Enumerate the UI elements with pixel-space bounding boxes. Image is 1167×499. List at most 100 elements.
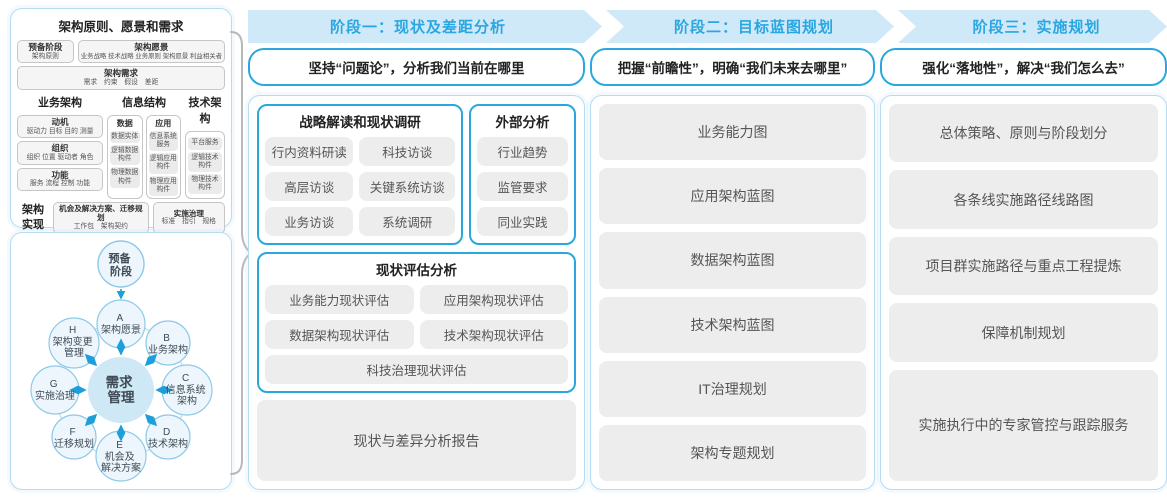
external-analysis-box: 外部分析 行业趋势 监管要求 同业实践: [469, 104, 576, 245]
assessment-item: 技术架构现状评估: [419, 320, 568, 349]
phase2-item: 技术架构蓝图: [599, 296, 866, 353]
organization-title: 组织: [51, 143, 69, 154]
assessment-item: 应用架构现状评估: [419, 285, 568, 314]
phase3-subtitle-text: 强化“落地性”，解决“我们怎么去”: [922, 61, 1125, 76]
adm-cycle-diagram: 预备 阶段 需求 管理: [30, 240, 213, 482]
research-item: 系统调研: [359, 207, 455, 236]
prep-stage-detail: 架构原则: [31, 52, 59, 60]
phase1-subtitle: 坚持“问题论”，分析我们当前在哪里: [248, 48, 585, 86]
external-item: 行业趋势: [477, 137, 568, 166]
governance-title: 实施治理: [173, 208, 204, 218]
phase3-item: 项目群实施路径与重点工程提炼: [889, 236, 1158, 296]
node-d-label: D 技术架构: [148, 427, 188, 450]
node-h-label: H 架构变更 管理: [53, 325, 96, 359]
node-g-label: G 实施治理: [35, 379, 75, 402]
vision-detail: 业务战略 技术战略 业务原则 架构愿景 利益相关者: [80, 52, 222, 60]
organization-detail: 组织 位置 驱动者 角色: [26, 153, 94, 161]
information-structure-column: 信息结构 数据 数据实体 逻辑数据构件 物理数据构件 应用 信息系统服务 逻辑应…: [107, 93, 181, 199]
function-detail: 服务 流程 控制 功能: [29, 180, 91, 188]
motivation-title: 动机: [51, 116, 69, 127]
technology-box: 平台服务 逻辑技术构件 物理技术构件: [185, 130, 225, 199]
adm-cycle-panel: 预备 阶段 需求 管理: [10, 232, 232, 490]
external-item: 同业实践: [477, 207, 568, 236]
assessment-item: 数据架构现状评估: [265, 320, 414, 349]
assessment-item: 科技治理现状评估: [265, 355, 568, 384]
requirements-management-label: 需求 管理: [106, 374, 137, 405]
app-item: 逻辑应用构件: [148, 153, 178, 174]
assessment-title: 现状评估分析: [376, 263, 457, 278]
arrow-center-f: [84, 413, 98, 427]
opportunity-box: 机会及解决方案、迁移规划 工作包 架构契约: [53, 201, 149, 234]
phase2-item: 应用架构蓝图: [599, 168, 866, 225]
requirements-management-circle: [88, 357, 154, 423]
research-item: 业务访谈: [265, 207, 354, 236]
business-architecture-title: 业务架构: [38, 96, 82, 109]
phase1-subtitle-text: 坚持“问题论”，分析我们当前在哪里: [308, 61, 525, 76]
governance-detail: 标准 指引 规格: [161, 218, 216, 226]
phase2-item: IT治理规划: [599, 360, 866, 417]
function-box: 功能 服务 流程 控制 功能: [17, 167, 103, 192]
app-group-title: 应用: [155, 118, 172, 128]
node-b-label: B 业务架构: [148, 333, 188, 356]
phase1-content-panel: 战略解读和现状调研 行内资料研读 科技访谈 高层访谈 关键系统访谈 业务访谈 系…: [248, 95, 585, 490]
phase2-subtitle: 把握“前瞻性”，明确“我们未来去哪里”: [590, 48, 875, 86]
prep-stage-box: 预备阶段 架构原则: [17, 40, 74, 64]
external-analysis-title: 外部分析: [495, 115, 550, 130]
governance-box: 实施治理 标准 指引 规格: [152, 201, 225, 234]
assessment-box: 现状评估分析 业务能力现状评估 应用架构现状评估 数据架构现状评估 技术架构现状…: [257, 252, 576, 393]
phase2-subtitle-text: 把握“前瞻性”，明确“我们未来去哪里”: [617, 61, 848, 76]
app-item: 物理应用构件: [148, 175, 178, 196]
requirements-box: 架构需求 需求 约束 假设 差距: [17, 66, 225, 90]
technology-architecture-title: 技术架构: [188, 96, 222, 125]
realization-label: 架构实现: [22, 204, 44, 231]
function-title: 功能: [51, 169, 69, 180]
business-architecture-column: 业务架构 动机 驱动力 目标 目的 测量 组织 组织 位置 驱动者 角色 功能 …: [17, 93, 103, 199]
prep-vision-row: 预备阶段 架构原则 架构愿景 业务战略 技术战略 业务原则 架构愿景 利益相关者: [17, 40, 225, 64]
opportunity-title: 机会及解决方案、迁移规划: [59, 203, 143, 223]
arrow-center-d: [144, 413, 158, 427]
prep-stage-title: 预备阶段: [28, 42, 63, 52]
phase2-item: 数据架构蓝图: [599, 232, 866, 289]
motivation-box: 动机 驱动力 目标 目的 测量: [17, 114, 103, 139]
gap-analysis-report-box: 现状与差异分析报告: [257, 400, 576, 481]
vision-title: 架构愿景: [134, 42, 169, 52]
phase3-item: 总体策略、原则与阶段划分: [889, 104, 1158, 163]
information-subcolumns: 数据 数据实体 逻辑数据构件 物理数据构件 应用 信息系统服务 逻辑应用构件 物…: [107, 114, 181, 199]
data-item: 逻辑数据构件: [110, 145, 140, 166]
phase3-content-panel: 总体策略、原则与阶段划分 各条线实施路径线路图 项目群实施路径与重点工程提炼 保…: [880, 95, 1167, 490]
technology-item: 平台服务: [188, 137, 222, 150]
arrow-center-b: [144, 353, 158, 367]
phase2-header-text: 阶段二：目标蓝图规划: [673, 19, 834, 36]
data-group-title: 数据: [116, 118, 133, 128]
node-f-label: F 迁移规划: [54, 427, 94, 450]
framework-title: 架构原则、愿景和需求: [58, 20, 184, 34]
node-c-label: C 信息系统 架构: [166, 373, 209, 407]
data-item: 物理数据构件: [110, 167, 140, 188]
information-structure-title: 信息结构: [122, 96, 166, 109]
strategy-research-title: 战略解读和现状调研: [299, 115, 421, 130]
opportunity-detail: 工作包 架构契约: [73, 222, 128, 230]
app-item: 信息系统服务: [148, 130, 178, 152]
phase3-subtitle: 强化“落地性”，解决“我们怎么去”: [880, 48, 1167, 86]
phase2-item: 架构专题规划: [599, 424, 866, 482]
requirements-title: 架构需求: [103, 68, 138, 79]
architecture-framework-panel: 架构原则、愿景和需求 预备阶段 架构原则 架构愿景 业务战略 技术战略 业务原则…: [10, 8, 232, 234]
realization-row: 架构实现 机会及解决方案、迁移规划 工作包 架构契约 实施治理 标准 指引 规格: [17, 201, 225, 234]
assessment-item: 业务能力现状评估: [265, 285, 414, 314]
prep-stage-label: 预备 阶段: [108, 251, 133, 278]
phase3-header-band: 阶段三：实施规划: [898, 10, 1167, 43]
node-e-label: E 机会及 解决方案: [101, 440, 141, 474]
technology-architecture-column: 技术架构 平台服务 逻辑技术构件 物理技术构件: [185, 93, 225, 199]
phase3-item: 实施执行中的专家管控与跟踪服务: [889, 369, 1158, 481]
phase3-header-text: 阶段三：实施规划: [972, 19, 1101, 36]
prep-stage-circle: [97, 240, 145, 288]
organization-box: 组织 组织 位置 驱动者 角色: [17, 141, 103, 165]
motivation-detail: 驱动力 目标 目的 测量: [26, 127, 94, 135]
phase1-header-band: 阶段一：现状及差距分析: [248, 10, 602, 43]
research-item: 高层访谈: [265, 172, 354, 201]
phase1-header-text: 阶段一：现状及差距分析: [329, 19, 506, 36]
phase3-item: 各条线实施路径线路图: [889, 170, 1158, 229]
phase3-item: 保障机制规划: [889, 303, 1158, 362]
vision-box: 架构愿景 业务战略 技术战略 业务原则 架构愿景 利益相关者: [77, 40, 225, 64]
